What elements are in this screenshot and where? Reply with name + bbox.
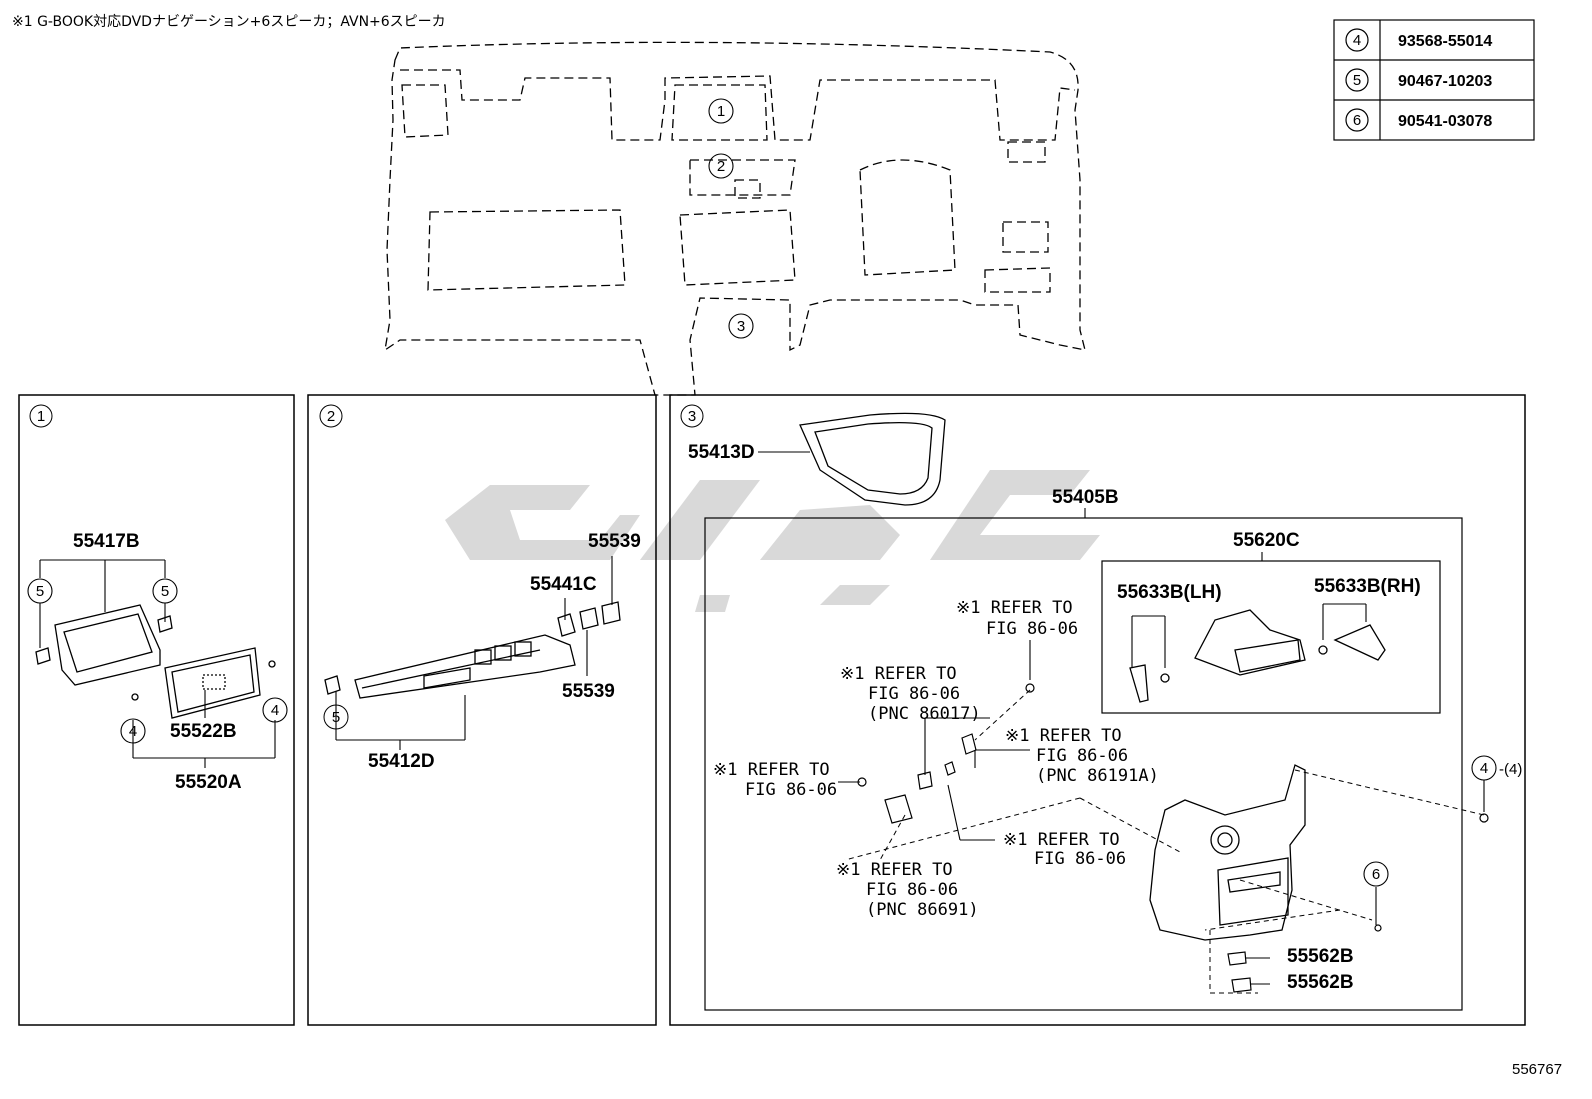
ref-note-5-line2: FIG 86-06	[1034, 849, 1126, 869]
label-55522B: 55522B	[170, 721, 237, 742]
panel-1-circles	[27, 578, 288, 744]
clips-panel-3	[857, 683, 1489, 993]
bracket-55417B-drawing	[35, 604, 173, 686]
ref-note-3-line3: (PNC 86191A)	[1036, 766, 1159, 786]
panel-3-frame	[669, 394, 1526, 1026]
overview-callout-3-label: 3	[737, 318, 745, 335]
overview-callout-3	[728, 313, 754, 339]
ref-note-6-line2: FIG 86-06	[866, 880, 958, 900]
bolt-callout-5-right: 5	[161, 583, 169, 600]
dashed-guides-panel-3	[844, 689, 1485, 994]
figure-number: 556767	[1512, 1061, 1562, 1078]
bolt-table	[1333, 19, 1535, 141]
label-55412D: 55412D	[368, 751, 435, 772]
table-part-6: 90541-03078	[1398, 113, 1492, 130]
ref-note-2-line1: ※1 REFER TO	[840, 664, 957, 684]
garnish-55412D-drawing	[324, 634, 576, 699]
watermark-logo	[445, 470, 1100, 612]
bolt-quantity: -(4)	[1499, 761, 1522, 778]
bolt-callout-5-panel-2-label: 5	[332, 709, 340, 726]
panel-1-frame	[18, 394, 295, 1026]
sub-assembly-55405B-frame	[704, 517, 1463, 1011]
bolt-callout-5-panel-2	[323, 704, 349, 730]
bezel-55413D-drawing	[799, 412, 946, 506]
panel-1-index: 1	[37, 408, 45, 425]
panel-1-index-circle	[29, 404, 53, 428]
ref-note-5-line1: ※1 REFER TO	[1003, 830, 1120, 850]
dashboard-overview	[384, 41, 1086, 396]
panel-3-index-circle	[680, 404, 704, 428]
panel-2-index-circle	[319, 404, 343, 428]
bolt-callout-4-left: 4	[129, 723, 137, 740]
label-55633B-LH: 55633B(LH)	[1117, 582, 1222, 603]
label-55620C: 55620C	[1233, 530, 1300, 551]
label-55633B-RH: 55633B(RH)	[1314, 576, 1421, 597]
label-55413D: 55413D	[688, 442, 755, 463]
table-part-5: 90467-10203	[1398, 73, 1492, 90]
overview-callout-2	[708, 153, 734, 179]
bolt-callout-4-panel-3: 4	[1480, 760, 1488, 777]
table-ref-4: 4	[1353, 32, 1361, 49]
overview-callout-1-label: 1	[717, 103, 725, 120]
leaders-panel-1	[39, 559, 276, 768]
bolt-callout-5-left: 5	[36, 583, 44, 600]
sub-assembly-55620C-frame	[1101, 560, 1441, 714]
label-55441C: 55441C	[530, 574, 597, 595]
bolt-callout-6-panel-3: 6	[1372, 866, 1380, 883]
ref-note-3-line2: FIG 86-06	[1036, 746, 1128, 766]
ref-note-6-line1: ※1 REFER TO	[836, 860, 953, 880]
label-55539-bottom: 55539	[562, 681, 615, 702]
panel-55522B-drawing	[131, 647, 276, 719]
ref-note-6-line3: (PNC 86691)	[866, 900, 979, 920]
ref-note-3-line1: ※1 REFER TO	[1005, 726, 1122, 746]
label-55405B: 55405B	[1052, 487, 1119, 508]
bolt-callout-4-right: 4	[271, 702, 279, 719]
vent-55620C-drawing	[1129, 609, 1386, 703]
ref-note-4-line2: FIG 86-06	[745, 780, 837, 800]
ref-note-1-line2: FIG 86-06	[986, 619, 1078, 639]
label-55417B: 55417B	[73, 531, 140, 552]
ref-note-4-line1: ※1 REFER TO	[713, 760, 830, 780]
header-note: ※1 G-BOOK対応DVDナビゲーション+6スピーカ；AVN+6スピーカ	[12, 14, 446, 30]
overview-callout-2-label: 2	[717, 158, 725, 175]
label-55520A: 55520A	[175, 772, 242, 793]
overview-callout-1	[708, 98, 734, 124]
panel-2-index: 2	[327, 408, 335, 425]
label-55562B-upper: 55562B	[1287, 946, 1354, 967]
panel-3-index: 3	[688, 408, 696, 425]
ref-note-2-line3: (PNC 86017)	[868, 704, 981, 724]
switch-parts-drawing	[557, 601, 621, 637]
ref-note-2-line2: FIG 86-06	[868, 684, 960, 704]
label-55539-top: 55539	[588, 531, 641, 552]
lower-panel-drawing	[1149, 764, 1306, 941]
table-part-4: 93568-55014	[1398, 33, 1492, 50]
panel-2-frame	[307, 394, 657, 1026]
ref-note-1-line1: ※1 REFER TO	[956, 598, 1073, 618]
leaders-panel-3	[758, 451, 1485, 985]
table-ref-5: 5	[1353, 72, 1361, 89]
panel-3-circles	[1363, 755, 1497, 887]
table-ref-6: 6	[1353, 112, 1361, 129]
label-55562B-lower: 55562B	[1287, 972, 1354, 993]
